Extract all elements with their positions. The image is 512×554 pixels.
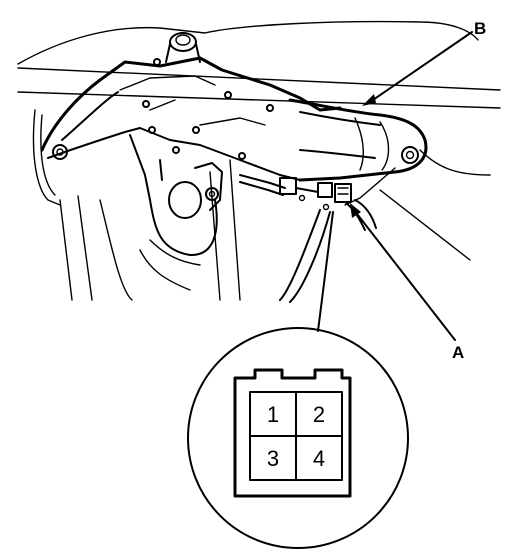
detail-leader-line	[317, 211, 334, 332]
leader-line-b	[369, 31, 473, 103]
lower-bracket	[129, 134, 223, 257]
arrowhead-b	[362, 94, 376, 106]
wiper-motor	[288, 98, 428, 206]
connector-detail-view: 1 2 3 4	[187, 327, 409, 549]
pin-cell-4	[295, 435, 343, 481]
motor-bracket	[40, 56, 342, 181]
arrowhead-a	[350, 203, 361, 218]
detail-circle	[187, 327, 409, 549]
label-b: B	[474, 19, 486, 38]
mounting-stud	[165, 32, 201, 63]
callouts: B A	[317, 19, 486, 362]
connector-a-body	[334, 183, 352, 203]
wire-harness	[239, 174, 377, 303]
pin-number: 4	[313, 446, 325, 471]
pin-number: 3	[267, 446, 279, 471]
connector-face	[233, 368, 352, 498]
pin-number: 1	[267, 402, 279, 427]
leader-line-a	[353, 209, 456, 341]
pin-number: 2	[313, 402, 325, 427]
label-a: A	[452, 343, 464, 362]
